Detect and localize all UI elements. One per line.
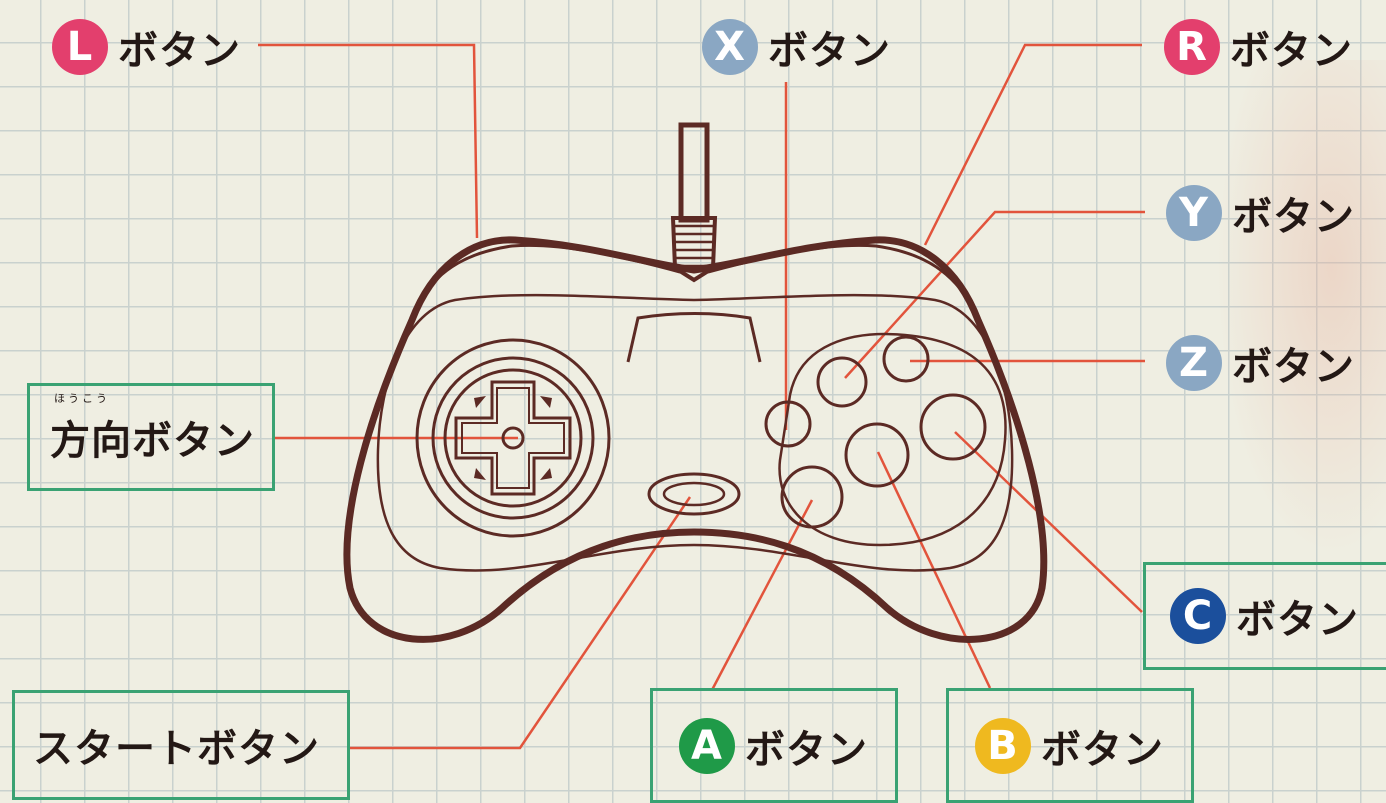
label-b-button: B ボタン: [975, 717, 1164, 775]
label-dpad-wrap: ほうこう 方向ボタン: [50, 392, 255, 466]
button-a-shape: [780, 465, 844, 529]
leader-lines: [258, 43, 1145, 750]
start-button-shape: [647, 472, 741, 516]
leader-line-start: [350, 496, 692, 750]
label-a-text: ボタン: [745, 726, 868, 773]
button-b-shape: [844, 422, 910, 488]
button-panel: [778, 332, 1007, 547]
dpad-outer-ring: [415, 338, 611, 538]
button-c-shape: [919, 393, 987, 461]
label-b-text: ボタン: [1041, 726, 1164, 773]
label-z-text: ボタン: [1232, 344, 1355, 390]
button-z-shape: [882, 335, 930, 383]
button-y-shape: [816, 356, 868, 408]
badge-y: Y: [1166, 185, 1222, 241]
dpad-arrows: [474, 396, 552, 480]
controller-face: [376, 293, 1014, 572]
badge-a: A: [679, 717, 735, 774]
label-a-box: A ボタン: [650, 688, 898, 803]
badge-x: X: [702, 19, 758, 75]
leader-line-r: [923, 43, 1142, 246]
label-dpad-box: ほうこう 方向ボタン: [27, 383, 275, 491]
top-recess: [626, 312, 762, 363]
label-l-button: L ボタン: [52, 18, 241, 76]
leader-line-c: [954, 431, 1143, 613]
label-x-text: ボタン: [768, 28, 891, 74]
label-start-button: スタートボタン: [33, 716, 320, 774]
label-z-button: Z ボタン: [1166, 334, 1355, 392]
label-y-text: ボタン: [1232, 194, 1355, 240]
shoulder-left: [418, 243, 681, 301]
leader-line-y: [844, 210, 1145, 379]
badge-r: R: [1164, 19, 1220, 75]
label-start-box: スタートボタン: [12, 690, 350, 800]
leader-line-l: [258, 43, 479, 239]
label-dpad-ruby: ほうこう: [54, 392, 110, 405]
badge-l: L: [52, 19, 108, 75]
controller-outline: [343, 122, 1048, 643]
label-c-box: C ボタン: [1143, 562, 1386, 670]
label-x-button: X ボタン: [702, 18, 891, 76]
label-l-text: ボタン: [118, 28, 241, 74]
cable-ridges: [675, 224, 713, 268]
dpad-center: [501, 426, 525, 450]
badge-z: Z: [1166, 335, 1222, 391]
label-y-button: Y ボタン: [1166, 184, 1355, 242]
cable: [678, 122, 710, 223]
label-c-text: ボタン: [1236, 597, 1359, 643]
label-c-button: C ボタン: [1170, 587, 1359, 645]
leader-line-a: [710, 499, 814, 691]
label-b-box: B ボタン: [946, 688, 1194, 803]
label-a-button: A ボタン: [679, 717, 868, 775]
label-r-text: ボタン: [1230, 28, 1353, 74]
label-start-text: スタートボタン: [33, 726, 320, 772]
button-x-shape: [764, 400, 812, 448]
cable-strain-relief: [670, 216, 718, 283]
label-dpad: ほうこう 方向ボタン: [50, 392, 255, 466]
label-dpad-text: 方向ボタン: [50, 418, 255, 464]
badge-b: B: [975, 717, 1031, 774]
label-r-button: R ボタン: [1164, 18, 1353, 76]
shoulder-right: [707, 243, 970, 301]
dpad-cross: [454, 380, 572, 496]
badge-c: C: [1170, 588, 1226, 644]
